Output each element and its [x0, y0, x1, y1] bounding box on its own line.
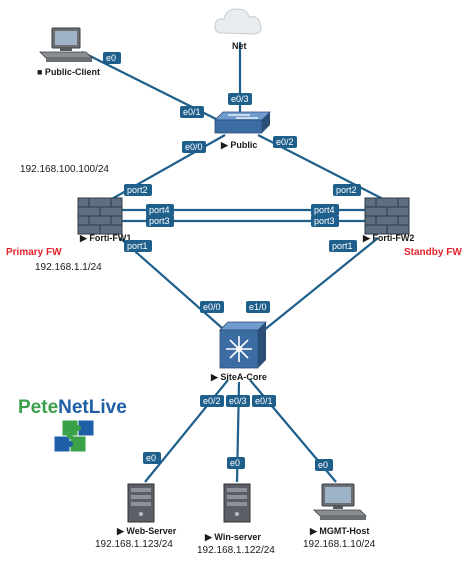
firewall-icon[interactable]	[77, 197, 123, 235]
public-client-label: ■ Public-Client	[37, 67, 100, 77]
public-switch-label: ▶ Public	[220, 140, 257, 150]
badge-core-e02	[200, 395, 224, 407]
links	[81, 42, 386, 483]
core-label: ▶ SiteA-Core	[210, 372, 267, 382]
badge-core-e10	[246, 301, 270, 313]
badge-fw1-port2	[124, 184, 152, 196]
badge-mgmt-e0-text: e0	[318, 460, 328, 470]
badge-fw2-port2-text: port2	[336, 185, 357, 195]
badge-fw1-port4	[146, 204, 174, 216]
fw2-label: ▶ Forti-FW2	[362, 233, 414, 243]
badge-mgmt-e0	[315, 459, 333, 471]
badge-core-e02-text: e0/2	[203, 396, 221, 406]
badge-core-e03-text: e0/3	[229, 396, 247, 406]
badge-fw2-port3-text: port3	[314, 216, 335, 226]
badge-sw-e02	[273, 136, 297, 148]
badge-sw-e02-text: e0/2	[276, 137, 294, 147]
mgmt-host-ip: 192.168.1.10/24	[303, 539, 376, 550]
badge-core-e01	[252, 395, 276, 407]
badge-web-e0	[143, 452, 161, 464]
interface-badges: e0 e0/1 e0/3 e0/0 e0/2 port2 port4 port3…	[103, 52, 361, 471]
win-server-ip: 192.168.1.122/24	[197, 545, 275, 556]
badge-sw-e00-text: e0/0	[185, 142, 203, 152]
server-icon[interactable]	[127, 483, 155, 523]
badge-core-e00	[200, 301, 224, 313]
fw2-role: Standby FW	[404, 247, 462, 258]
badge-fw2-port4-text: port4	[314, 205, 335, 215]
badge-sw-e03	[228, 93, 252, 105]
logo-part-netlive: NetLive	[58, 397, 127, 418]
badge-fw2-port1-text: port1	[332, 241, 353, 251]
server-icon[interactable]	[223, 483, 251, 523]
badge-web-e0-text: e0	[146, 453, 156, 463]
link-fw1-core	[119, 237, 231, 336]
win-server-label: ▶ Win-server	[204, 532, 261, 542]
badge-win-e0	[227, 457, 245, 469]
badge-core-e00-text: e0/0	[203, 302, 221, 312]
cloud-icon	[214, 8, 262, 35]
switch-icon[interactable]	[214, 111, 271, 134]
multilayer-switch-icon[interactable]	[219, 321, 267, 369]
badge-win-e0-text: e0	[230, 458, 240, 468]
badge-fw2-port3	[311, 215, 339, 227]
badge-core-e10-text: e1/0	[249, 302, 267, 312]
logo-text: PeteNetLive	[18, 397, 127, 418]
fw1-label: ▶ Forti-FW1	[79, 233, 131, 243]
badge-core-e01-text: e0/1	[255, 396, 273, 406]
link-fw2-core	[257, 237, 379, 336]
desktop-pc-icon[interactable]	[39, 27, 93, 62]
mgmt-host-label: ▶ MGMT-Host	[309, 526, 369, 536]
fw1-ip-public: 192.168.100.100/24	[20, 164, 109, 175]
firewall-icon[interactable]	[364, 197, 410, 235]
fw1-role: Primary FW	[6, 247, 62, 258]
badge-sw-e01-text: e0/1	[183, 107, 201, 117]
badge-sw-e00	[182, 141, 206, 153]
badge-sw-e01	[180, 106, 204, 118]
badge-fw1-port4-text: port4	[149, 205, 170, 215]
logo-part-pete: Pete	[18, 397, 58, 418]
badge-fw1-port1	[124, 240, 152, 252]
puzzle-logo-icon	[53, 419, 95, 453]
fw1-ip-inside: 192.168.1.1/24	[35, 262, 102, 273]
desktop-pc-icon[interactable]	[313, 483, 367, 520]
badge-sw-e03-text: e0/3	[231, 94, 249, 104]
web-server-label: ▶ Web-Server	[116, 526, 177, 536]
badge-fw1-port1-text: port1	[127, 241, 148, 251]
badge-fw2-port2	[333, 184, 361, 196]
badge-fw1-port2-text: port2	[127, 185, 148, 195]
badge-fw1-port3	[146, 215, 174, 227]
badge-fw2-port1	[329, 240, 357, 252]
badge-client-e0	[103, 52, 121, 64]
badge-fw1-port3-text: port3	[149, 216, 170, 226]
badge-client-e0-text: e0	[106, 53, 116, 63]
web-server-ip: 192.168.1.123/24	[95, 539, 173, 550]
badge-core-e03	[226, 395, 250, 407]
net-label: Net	[232, 41, 247, 51]
badge-fw2-port4	[311, 204, 339, 216]
